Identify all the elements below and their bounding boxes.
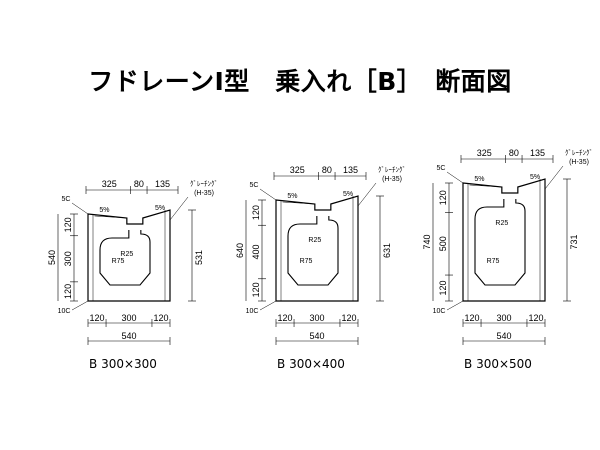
top-dim-135: 135: [343, 165, 358, 175]
bottom-dim-right: 120: [153, 313, 168, 323]
right-dim-total: 531: [194, 250, 204, 265]
bottom-dim-mid: 300: [496, 313, 511, 323]
top-dim-80: 80: [134, 179, 144, 189]
left-dim-bottom: 120: [63, 284, 73, 299]
bottom-dim-total: 540: [309, 331, 324, 341]
section-caption: B 300×300: [89, 357, 157, 371]
right-dim-total: 631: [382, 243, 392, 258]
chamfer-top-leader: [71, 202, 89, 215]
left-dim-bottom: 120: [251, 282, 261, 297]
grating-label: ｸﾞﾚｰﾁﾝｸﾞ: [378, 166, 406, 174]
channel-outline: [474, 199, 526, 286]
left-dim-mid: 400: [251, 244, 261, 259]
chamfer-bottom-leader: [446, 300, 464, 311]
right-dim-total: 731: [569, 234, 579, 249]
grating-label: ｸﾞﾚｰﾁﾝｸﾞ: [190, 180, 218, 188]
body-outline: [87, 209, 171, 302]
page-title: フドレーンⅠ型 乗入れ［B］ 断面図: [88, 67, 512, 96]
slope-right-label: 5%: [530, 174, 540, 181]
left-dim-mid: 300: [63, 251, 73, 266]
left-dim-total: 740: [422, 234, 432, 249]
left-dim-total: 540: [47, 250, 57, 265]
bottom-dim-total: 540: [496, 331, 511, 341]
grating-label: ｸﾞﾚｰﾁﾝｸﾞ: [565, 149, 593, 157]
left-dim-mid: 500: [438, 236, 448, 251]
bottom-dim-left: 120: [90, 313, 105, 323]
channel-outline: [287, 216, 339, 286]
slope-right-label: 5%: [343, 191, 353, 198]
top-dim-325: 325: [477, 148, 492, 158]
chamfer-bottom-leader: [259, 300, 277, 311]
grating-leader: [357, 182, 377, 207]
chamfer-top-leader: [259, 188, 277, 201]
chamfer-top-label: 5C: [250, 182, 259, 189]
radius-small-label: R25: [120, 251, 133, 258]
radius-large-label: R75: [112, 258, 125, 265]
top-dim-325: 325: [290, 165, 305, 175]
chamfer-bottom-label: 10C: [246, 308, 259, 315]
grating-spec: (H-35): [194, 190, 214, 197]
top-dim-80: 80: [322, 165, 332, 175]
chamfer-top-leader: [446, 171, 464, 184]
section-caption: B 300×500: [464, 357, 532, 371]
bottom-dim-mid: 300: [121, 313, 136, 323]
top-dim-325: 325: [102, 179, 117, 189]
chamfer-bottom-label: 10C: [58, 308, 71, 315]
slope-left-arrow: [469, 184, 503, 188]
chamfer-top-label: 5C: [62, 196, 71, 203]
slope-right-label: 5%: [155, 205, 165, 212]
left-dim-top: 120: [438, 190, 448, 205]
slope-left-label: 5%: [99, 207, 109, 214]
slope-left-label: 5%: [474, 176, 484, 183]
bottom-dim-right: 120: [341, 313, 356, 323]
grating-leader: [169, 196, 189, 221]
radius-small-label: R25: [308, 237, 321, 244]
bottom-dim-total: 540: [121, 331, 136, 341]
slope-left-label: 5%: [287, 193, 297, 200]
left-dim-bottom: 120: [438, 281, 448, 296]
slope-left-arrow: [282, 201, 316, 205]
bottom-dim-right: 120: [528, 313, 543, 323]
left-dim-top: 120: [251, 205, 261, 220]
bottom-dim-left: 120: [278, 313, 293, 323]
channel-outline: [99, 230, 151, 286]
bottom-dim-mid: 300: [309, 313, 324, 323]
chamfer-top-label: 5C: [437, 165, 446, 172]
section-caption: B 300×400: [277, 357, 345, 371]
bottom-dim-left: 120: [465, 313, 480, 323]
chamfer-bottom-label: 10C: [433, 308, 446, 315]
radius-small-label: R25: [495, 220, 508, 227]
grating-spec: (H-35): [382, 176, 402, 183]
chamfer-bottom-leader: [71, 300, 89, 311]
radius-large-label: R75: [300, 258, 313, 265]
left-dim-top: 120: [63, 217, 73, 232]
top-dim-135: 135: [155, 179, 170, 189]
left-dim-total: 640: [235, 243, 245, 258]
body-outline: [462, 178, 546, 302]
radius-large-label: R75: [487, 258, 500, 265]
top-dim-135: 135: [530, 148, 545, 158]
body-outline: [275, 195, 359, 302]
slope-left-arrow: [94, 215, 128, 219]
top-dim-80: 80: [509, 148, 519, 158]
grating-leader: [544, 165, 564, 190]
grating-spec: (H-35): [569, 159, 589, 166]
